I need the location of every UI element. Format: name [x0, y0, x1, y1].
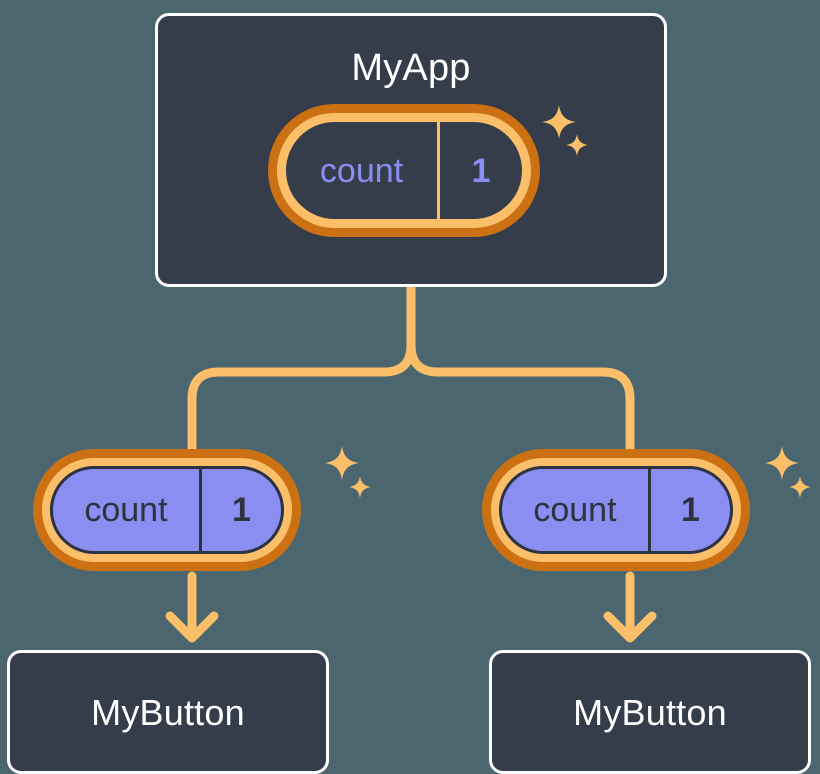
state-value-label: 1: [647, 469, 730, 551]
state-pill-inner: count 1: [499, 466, 733, 554]
state-pill-left[interactable]: count 1: [42, 458, 292, 562]
state-key-label: count: [533, 491, 617, 529]
state-value-label: 1: [437, 122, 522, 219]
state-pill-inner: count 1: [50, 466, 284, 554]
component-title-mybutton-right: MyButton: [573, 692, 727, 733]
connector-trunk: [406, 282, 635, 465]
sparkle-icon-left-large: [325, 446, 359, 480]
sparkle-icon-right-large: [765, 446, 799, 480]
connector-branch-left: [187, 340, 416, 465]
component-title-mybutton-left: MyButton: [91, 692, 245, 733]
component-card-mybutton-left[interactable]: MyButton: [7, 650, 329, 774]
state-pill-myapp[interactable]: count 1: [277, 113, 531, 228]
component-title-myapp: MyApp: [351, 47, 471, 89]
component-card-mybutton-right[interactable]: MyButton: [489, 650, 811, 774]
state-value-label: 1: [198, 469, 281, 551]
state-pill-right[interactable]: count 1: [491, 458, 741, 562]
sparkle-icon-left-small: [349, 476, 371, 498]
state-pill-inner: count 1: [286, 122, 522, 219]
state-key-label: count: [84, 491, 168, 529]
state-key-label: count: [319, 151, 404, 190]
arrow-right: [603, 571, 657, 643]
arrow-left: [165, 571, 219, 643]
sparkle-icon-right-small: [789, 476, 811, 498]
